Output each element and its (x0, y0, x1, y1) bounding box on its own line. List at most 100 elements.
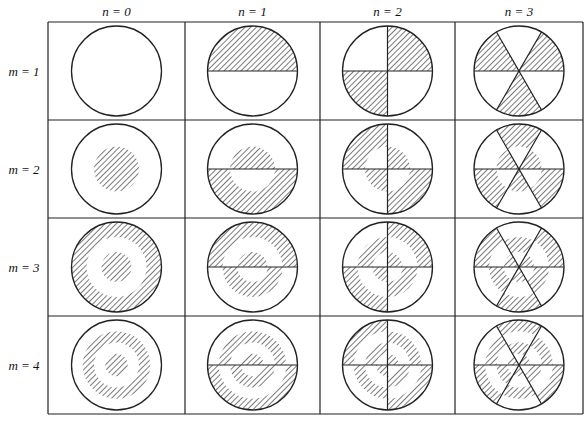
mode-region (208, 26, 298, 71)
membrane-outline (474, 124, 564, 214)
mode-region (388, 267, 403, 282)
axis-label: n = 2 (373, 5, 401, 18)
mode-region (373, 252, 388, 267)
mode-region (238, 267, 268, 282)
mode-region (519, 32, 564, 71)
membrane-outline (343, 26, 433, 116)
mode-region (230, 343, 275, 365)
mode-pattern (474, 320, 564, 410)
nodal-line (208, 168, 298, 169)
grid-line (48, 21, 583, 22)
mode-region (208, 124, 298, 169)
mode-region (94, 147, 139, 192)
mode-region (83, 331, 151, 399)
mode-region (238, 252, 268, 267)
mode-pattern (72, 222, 162, 312)
mode-pattern (208, 26, 298, 116)
mode-region (365, 147, 388, 170)
mode-region (365, 169, 388, 192)
mode-region (388, 169, 411, 192)
mode-region (208, 365, 298, 410)
mode-region (230, 365, 275, 388)
mode-region (504, 267, 519, 280)
mode-region (388, 237, 418, 267)
membrane-outline (474, 222, 564, 312)
mode-region (388, 343, 411, 366)
mode-region (72, 124, 162, 214)
mode-region (354, 365, 388, 399)
mode-region (519, 355, 530, 365)
mode-pattern (72, 320, 162, 410)
membrane-outline (72, 124, 162, 214)
mode-region (365, 343, 388, 366)
mode-pattern (474, 26, 564, 116)
mode-region (241, 354, 264, 365)
mode-pattern (208, 124, 298, 214)
nodal-line (343, 364, 433, 365)
nodal-line (497, 32, 542, 110)
mode-pattern (343, 222, 433, 312)
membrane-outline (208, 124, 298, 214)
nodal-line (208, 364, 298, 365)
mode-pattern (343, 124, 433, 214)
nodal-line (497, 32, 542, 110)
grid-line (48, 315, 583, 316)
mode-region (373, 267, 388, 282)
mode-region (474, 71, 519, 110)
mode-region (223, 237, 283, 267)
membrane-outline (72, 222, 162, 312)
nodal-line (343, 70, 433, 71)
mode-region (230, 147, 275, 170)
axis-label: m = 4 (8, 359, 39, 372)
mode-pattern (72, 26, 162, 116)
mode-region (519, 150, 542, 169)
grid-line (48, 413, 583, 414)
mode-pattern (343, 26, 433, 116)
mode-region (376, 354, 387, 365)
mode-region (94, 343, 139, 388)
mode-region (508, 365, 519, 375)
mode-region (388, 147, 411, 170)
nodal-line (497, 130, 542, 208)
nodal-line (343, 266, 433, 267)
membrane-outline (208, 26, 298, 116)
mode-region (388, 365, 411, 388)
mode-pattern (474, 222, 564, 312)
mode-region (72, 320, 162, 410)
axis-label: n = 3 (505, 5, 533, 18)
axis-label: n = 0 (102, 5, 130, 18)
membrane-outline (208, 222, 298, 312)
mode-region (388, 267, 418, 297)
mode-region (102, 252, 132, 282)
nodal-line (497, 228, 542, 306)
mode-region (230, 169, 275, 192)
mode-region (388, 365, 399, 376)
mode-region (388, 365, 422, 399)
membrane-outline (343, 320, 433, 410)
mode-region (354, 331, 388, 365)
axis-label: m = 1 (8, 65, 39, 78)
mode-region (365, 365, 388, 388)
mode-region (219, 365, 287, 399)
mode-region (105, 354, 128, 377)
nodal-line (208, 266, 298, 267)
axis-label: m = 3 (8, 261, 39, 274)
nodal-line (497, 326, 542, 404)
mode-pattern (474, 124, 564, 214)
mode-region (219, 331, 287, 365)
membrane-outline (343, 124, 433, 214)
mode-pattern (343, 320, 433, 410)
grid-line (48, 119, 583, 120)
mode-region (72, 26, 162, 116)
mode-region (388, 331, 422, 365)
mode-region (87, 237, 147, 297)
nodal-line (343, 168, 433, 169)
nodal-line (208, 70, 298, 71)
mode-region (388, 252, 403, 267)
nodal-line (497, 130, 542, 208)
mode-region (208, 267, 298, 312)
mode-pattern (72, 124, 162, 214)
mode-pattern (208, 222, 298, 312)
mode-region (358, 267, 388, 297)
